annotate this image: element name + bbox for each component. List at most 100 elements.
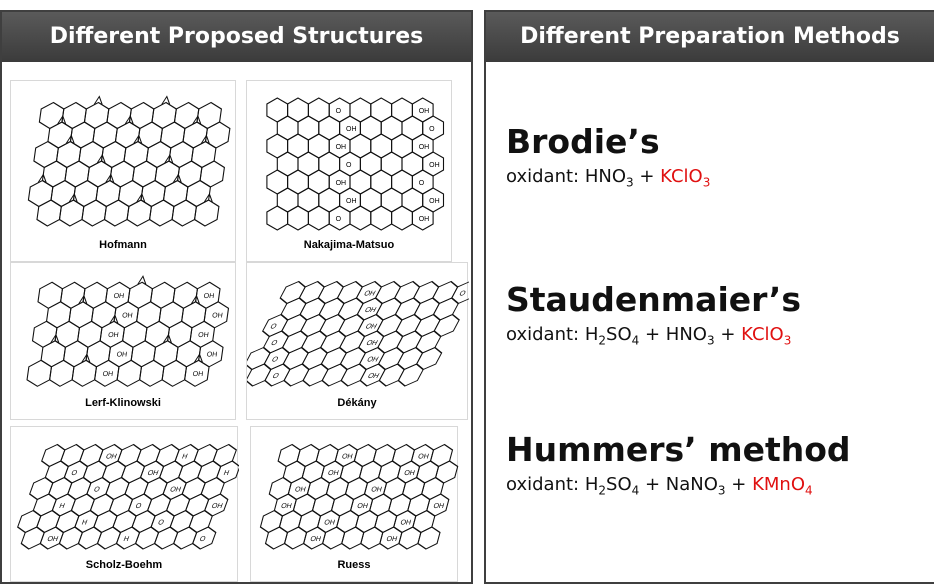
hexagon-ring bbox=[90, 301, 117, 329]
epoxy-bridge bbox=[65, 134, 75, 144]
hexagon-ring bbox=[182, 121, 208, 149]
method-name: Staudenmaier’s bbox=[506, 280, 801, 319]
hexagon-ring bbox=[283, 363, 310, 387]
atom-label: OH bbox=[113, 293, 124, 300]
hexagon-ring bbox=[159, 121, 186, 149]
hexagon-ring bbox=[49, 359, 75, 387]
atom-label: H bbox=[58, 501, 66, 510]
hexagon-ring bbox=[153, 340, 179, 368]
hofmann-structure-drawing bbox=[27, 95, 231, 227]
atom-label: OH bbox=[365, 355, 380, 363]
atom-label: O bbox=[270, 355, 280, 363]
atom-label: OH bbox=[336, 144, 347, 151]
atom-label: OH bbox=[341, 453, 354, 461]
atom-label: OH bbox=[419, 108, 430, 115]
hexagon-ring bbox=[161, 359, 188, 387]
plus-sign: + bbox=[714, 324, 742, 345]
hexagon-ring bbox=[349, 205, 372, 231]
hexagon-ring bbox=[199, 160, 225, 188]
atom-label: OH bbox=[364, 322, 379, 330]
hexagon-ring bbox=[162, 179, 189, 208]
atom-label: O bbox=[419, 180, 425, 187]
atom-label: O bbox=[269, 338, 279, 346]
hexagon-ring bbox=[190, 140, 217, 169]
hexagon-ring bbox=[302, 363, 329, 387]
epoxy-bridge bbox=[203, 192, 213, 203]
hexagon-ring bbox=[391, 205, 413, 231]
hexagon-ring bbox=[322, 526, 346, 550]
epoxy-bridge bbox=[78, 294, 88, 304]
hexagon-ring bbox=[116, 359, 143, 387]
epoxy-bridge bbox=[200, 134, 210, 144]
atom-label: OH bbox=[294, 486, 307, 494]
atom-label: OH bbox=[403, 469, 416, 477]
hexagon-ring bbox=[173, 101, 200, 130]
atom-label: OH bbox=[429, 198, 440, 205]
atom-label: O bbox=[336, 216, 342, 223]
hexagon-ring bbox=[37, 281, 64, 309]
lattice bbox=[27, 95, 231, 227]
hexagon-ring bbox=[123, 140, 149, 169]
oxidant-formula: oxidant: H2SO4 + HNO3 + KClO3 bbox=[506, 324, 801, 348]
hexagon-ring bbox=[50, 179, 76, 208]
hexagon-ring bbox=[127, 281, 154, 309]
hexagon-ring bbox=[196, 101, 223, 130]
hexagon-ring bbox=[27, 179, 54, 208]
hexagon-ring bbox=[109, 160, 135, 188]
hexagon-ring bbox=[61, 101, 87, 130]
atom-label: O bbox=[269, 322, 279, 330]
hexagon-ring bbox=[62, 340, 89, 368]
hexagon-ring bbox=[114, 121, 141, 149]
atom-label: O bbox=[458, 289, 468, 297]
atom-label: OH bbox=[366, 371, 381, 379]
atom-label: OH bbox=[346, 126, 357, 133]
atom-label: OH bbox=[356, 502, 369, 510]
hexagon-ring bbox=[85, 340, 112, 368]
hexagon-ring bbox=[185, 179, 212, 208]
structure-label: Lerf-Klinowski bbox=[85, 397, 161, 409]
hexagon-ring bbox=[279, 280, 306, 305]
hexagon-ring bbox=[106, 101, 132, 130]
formula-part: KClO3 bbox=[660, 166, 711, 190]
formula-part: H2 bbox=[584, 474, 607, 498]
hexagon-ring bbox=[36, 199, 62, 227]
epoxy-bridge bbox=[162, 333, 172, 343]
hexagon-ring bbox=[144, 320, 171, 348]
atom-label: OH bbox=[419, 144, 430, 151]
structure-label: Dékány bbox=[337, 397, 377, 409]
hexagon-ring bbox=[33, 140, 59, 169]
formula-part: HNO3 bbox=[584, 166, 634, 190]
hexagon-ring bbox=[69, 121, 96, 149]
hexagon-ring bbox=[83, 101, 110, 130]
plus-sign: + bbox=[639, 324, 666, 345]
atom-label: OH bbox=[419, 216, 430, 223]
structure-label: Ruess bbox=[337, 559, 371, 571]
atom-label: O bbox=[271, 371, 281, 379]
method-brodie: Brodie’s oxidant: HNO3 + KClO3 bbox=[506, 122, 710, 190]
hexagon-ring bbox=[103, 199, 130, 227]
atom-label: OH bbox=[280, 502, 293, 510]
epoxy-bridge bbox=[109, 314, 119, 324]
hexagon-ring bbox=[307, 205, 330, 231]
formula-part: SO4 bbox=[606, 474, 640, 498]
atom-label: OH bbox=[429, 162, 440, 169]
atom-label: OH bbox=[365, 338, 380, 346]
epoxy-bridge bbox=[81, 353, 91, 363]
hexagon-ring bbox=[277, 443, 301, 468]
atom-label: OH bbox=[46, 534, 60, 543]
oxidant-prefix: oxidant: bbox=[506, 324, 585, 345]
epoxy-bridge bbox=[57, 114, 67, 125]
hexagon-ring bbox=[259, 509, 284, 534]
epoxy-bridge bbox=[194, 353, 203, 363]
method-staudenmaier: Staudenmaier’s oxidant: H2SO4 + HNO3 + K… bbox=[506, 280, 801, 348]
atom-label: OH bbox=[362, 289, 377, 297]
atom-label: H bbox=[122, 534, 130, 543]
hexagon-ring bbox=[128, 101, 155, 130]
